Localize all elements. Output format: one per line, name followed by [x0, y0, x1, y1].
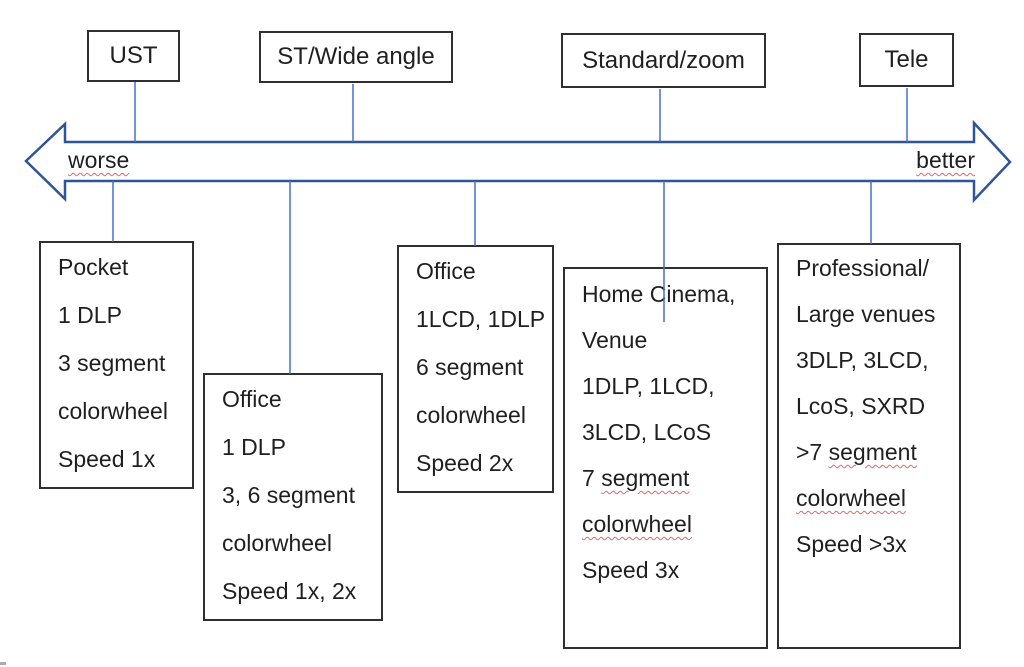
category-line: colorwheel — [416, 391, 550, 439]
category-text: Large venues — [796, 301, 936, 327]
category-text: Pocket — [58, 254, 129, 280]
lens-type-label-st-wide-angle: ST/Wide angle — [277, 43, 435, 70]
category-text: 6 segment — [416, 354, 524, 380]
lens-type-label-ust: UST — [109, 42, 158, 69]
category-line: 1DLP, 1LCD, — [582, 363, 764, 409]
category-text: Office — [416, 258, 476, 284]
category-text: Venue — [582, 327, 648, 353]
category-text: 1LCD, 1DLP — [416, 306, 546, 332]
category-text: 1 DLP — [58, 302, 122, 328]
category-line: Speed 2x — [416, 439, 550, 487]
category-line: 1 DLP — [222, 423, 379, 471]
category-text: colorwheel — [222, 530, 332, 556]
lens-type-box-standard-zoom: Standard/zoom — [561, 33, 766, 88]
category-text: Speed 3x — [582, 557, 680, 583]
category-line: 3 segment — [58, 339, 190, 387]
category-line: >7 segment — [796, 429, 957, 475]
category-box-home-cinema-venue: Home Cinema, Venue 1DLP, 1LCD, 3LCD, LCoS 7 … — [563, 267, 768, 649]
category-text: colorwheel — [58, 398, 168, 424]
category-text: Speed 1x — [58, 446, 156, 472]
category-line: Pocket — [58, 243, 190, 291]
category-line: Speed 1x — [58, 435, 190, 483]
misspelled-word: segment — [828, 439, 917, 465]
lens-type-box-ust: UST — [87, 30, 180, 82]
category-line: Home Cinema, — [582, 271, 764, 317]
category-text: Speed >3x — [796, 531, 907, 557]
category-line: Office — [222, 375, 379, 423]
category-line: LcoS, SXRD — [796, 383, 957, 429]
category-line: colorwheel — [582, 501, 764, 547]
category-line: Venue — [582, 317, 764, 363]
category-text: LcoS, SXRD — [796, 393, 926, 419]
axis-label-worse: worse — [68, 147, 130, 173]
lens-type-box-st-wide-angle: ST/Wide angle — [259, 31, 453, 83]
category-text: 1DLP, 1LCD, — [582, 373, 715, 399]
category-line: colorwheel — [58, 387, 190, 435]
category-text: 3DLP, 3LCD, — [796, 347, 929, 373]
category-line: Speed 3x — [582, 547, 764, 593]
category-line: Large venues — [796, 291, 957, 337]
category-line: Professional/ — [796, 245, 957, 291]
double-headed-arrow — [24, 119, 1012, 204]
category-line: 1LCD, 1DLP — [416, 295, 550, 343]
misspelled-word: colorwheel — [796, 485, 906, 511]
corner-artifact — [0, 662, 6, 665]
category-line: 3LCD, LCoS — [582, 409, 764, 455]
category-line: Speed 1x, 2x — [222, 567, 379, 615]
category-line: colorwheel — [796, 475, 957, 521]
category-line: Office — [416, 247, 550, 295]
category-line: 3DLP, 3LCD, — [796, 337, 957, 383]
category-line: 3, 6 segment — [222, 471, 379, 519]
category-line: 6 segment — [416, 343, 550, 391]
category-text: 1 DLP — [222, 434, 286, 460]
category-text: Office — [222, 386, 282, 412]
lens-type-label-tele: Tele — [884, 46, 929, 73]
category-text: 3, 6 segment — [222, 482, 355, 508]
category-box-professional-large-venues: Professional/Large venues 3DLP, 3LCD, LcoS… — [777, 243, 961, 649]
category-text: colorwheel — [416, 402, 526, 428]
category-line: Speed >3x — [796, 521, 957, 567]
category-text: Speed 1x, 2x — [222, 578, 357, 604]
misspelled-word: segment — [601, 465, 690, 491]
category-text: Speed 2x — [416, 450, 514, 476]
category-line: 1 DLP — [58, 291, 190, 339]
lens-type-label-standard-zoom: Standard/zoom — [582, 46, 745, 74]
axis-label-better: better — [916, 147, 975, 173]
category-text: 7 — [582, 465, 602, 491]
category-text: 3LCD, LCoS — [582, 419, 712, 445]
category-line: colorwheel — [222, 519, 379, 567]
category-text: Professional/ — [796, 255, 929, 281]
category-text: 3 segment — [58, 350, 166, 376]
misspelled-word: colorwheel — [582, 511, 692, 537]
category-text: >7 — [796, 439, 829, 465]
category-line: 7 segment — [582, 455, 764, 501]
category-text: Home Cinema, — [582, 281, 736, 307]
lens-type-box-tele: Tele — [859, 33, 954, 87]
